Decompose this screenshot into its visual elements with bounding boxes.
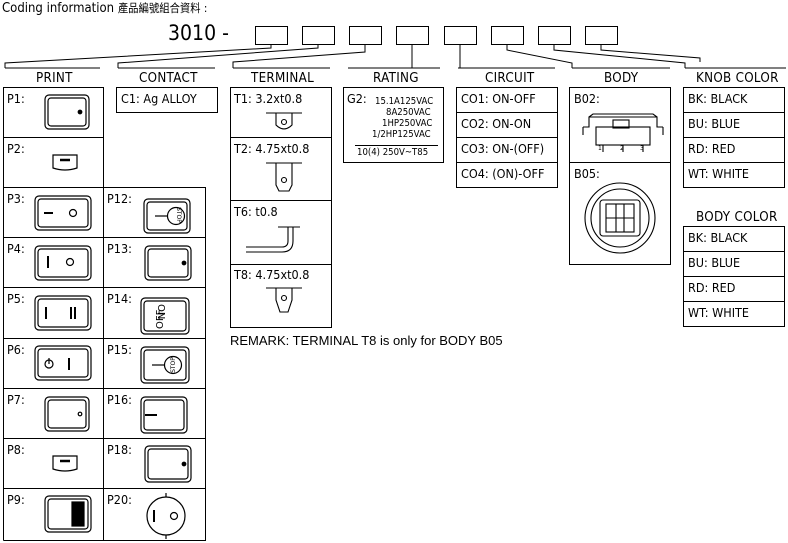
print-code-p2: P2:	[7, 141, 25, 156]
print-p2-icon	[52, 154, 78, 171]
print-code-p13: P13:	[107, 241, 132, 256]
page-title: Coding information 產品編號組合資料 :	[2, 2, 207, 15]
rating-line-1: 15.1A125VAC	[375, 96, 434, 107]
print-code-p6: P6:	[7, 342, 25, 357]
code-slot-body	[491, 26, 524, 45]
print-p7-icon	[44, 396, 90, 432]
print-p13-icon	[144, 245, 192, 281]
contact-c1: C1: Ag ALLOY	[121, 91, 197, 106]
code-slot-terminal	[349, 26, 382, 45]
print-code-p9: P9:	[7, 492, 25, 507]
header-knob-color: KNOB COLOR	[696, 71, 779, 86]
print-p12-icon	[143, 198, 191, 234]
code-slot-circuit	[444, 26, 477, 45]
header-terminal: TERMINAL	[251, 71, 315, 86]
print-p3-icon	[34, 195, 92, 231]
body-color-bu: BU: BLUE	[688, 255, 741, 270]
body-b05: B05:	[574, 166, 600, 181]
terminal-t2: T2: 4.75xt0.8	[234, 141, 310, 156]
print-p15-icon	[140, 346, 190, 384]
print-p14-icon	[140, 297, 190, 335]
print-code-p8: P8:	[7, 442, 25, 457]
print-code-p12: P12:	[107, 191, 132, 206]
rating-footer: 10(4) 250V~T85	[357, 147, 429, 158]
terminal-t8: T8: 4.75xt0.8	[234, 267, 310, 282]
header-body-color: BODY COLOR	[696, 210, 778, 225]
terminal-t6: T6: t0.8	[234, 204, 278, 219]
header-body: BODY	[604, 71, 639, 86]
code-slot-body-color	[585, 26, 618, 45]
body-color-wt: WT: WHITE	[688, 305, 750, 320]
code-slot-print	[255, 26, 288, 45]
print-p20-icon	[146, 493, 186, 539]
body-color-bk: BK: BLACK	[688, 230, 748, 245]
header-rating: RATING	[373, 71, 419, 86]
print-code-p15: P15:	[107, 342, 132, 357]
title-zh: 產品編號組合資料 :	[117, 1, 208, 15]
print-p9-icon	[44, 495, 92, 533]
code-slot-contact	[302, 26, 335, 45]
knob-color-rd: RD: RED	[688, 141, 736, 156]
rating-line-4: 1/2HP125VAC	[372, 129, 431, 140]
print-code-p14: P14:	[107, 291, 132, 306]
b02-pin-2: 2	[620, 145, 624, 152]
terminal-t1: T1: 3.2xt0.8	[234, 91, 303, 106]
print-p16-icon	[140, 396, 188, 434]
circuit-co3: CO3: ON-(OFF)	[461, 141, 545, 156]
body-b05-icon	[584, 182, 656, 254]
circuit-co4: CO4: (ON)-OFF	[461, 166, 545, 181]
print-code-p20: P20:	[107, 492, 132, 507]
circuit-co2: CO2: ON-ON	[461, 116, 532, 131]
remark: REMARK: TERMINAL T8 is only for BODY B05	[230, 333, 503, 348]
print-code-p4: P4:	[7, 241, 25, 256]
title-en: Coding information	[2, 1, 115, 16]
b02-pin-1: 1	[598, 145, 602, 152]
knob-color-bk: BK: BLACK	[688, 91, 748, 106]
body-color-rd: RD: RED	[688, 280, 736, 295]
header-circuit: CIRCUIT	[485, 71, 535, 86]
body-b02: B02:	[574, 91, 600, 106]
circuit-co1: CO1: ON-OFF	[461, 91, 536, 106]
code-slot-knob-color	[538, 26, 571, 45]
rating-g2: G2:	[347, 91, 367, 106]
print-p6-icon	[34, 345, 92, 381]
print-p18-icon	[144, 445, 192, 483]
print-p4-icon	[34, 245, 92, 281]
knob-color-wt: WT: WHITE	[688, 166, 750, 181]
rating-line-3: 1HP250VAC	[382, 118, 433, 129]
print-code-p5: P5:	[7, 291, 25, 306]
print-code-p16: P16:	[107, 392, 132, 407]
code-slot-rating	[396, 26, 429, 45]
print-p5-icon	[34, 295, 92, 331]
print-code-p7: P7:	[7, 392, 25, 407]
print-code-p18: P18:	[107, 442, 132, 457]
print-code-p1: P1:	[7, 91, 25, 106]
terminal-t6-icon	[246, 226, 300, 253]
print-code-p3: P3:	[7, 191, 25, 206]
print-p1-icon	[44, 94, 90, 130]
rating-line-2: 8A250VAC	[386, 107, 431, 118]
terminal-t8-icon	[266, 287, 302, 313]
knob-color-bu: BU: BLUE	[688, 116, 741, 131]
terminal-t1-icon	[266, 112, 302, 130]
terminal-t2-icon	[266, 162, 302, 192]
body-b02-icon	[582, 113, 664, 152]
b02-pin-3: 3	[640, 145, 644, 152]
code-prefix: 3010 -	[168, 21, 229, 45]
header-print: PRINT	[36, 71, 73, 86]
print-p8-icon	[52, 455, 78, 472]
header-contact: CONTACT	[139, 71, 198, 86]
